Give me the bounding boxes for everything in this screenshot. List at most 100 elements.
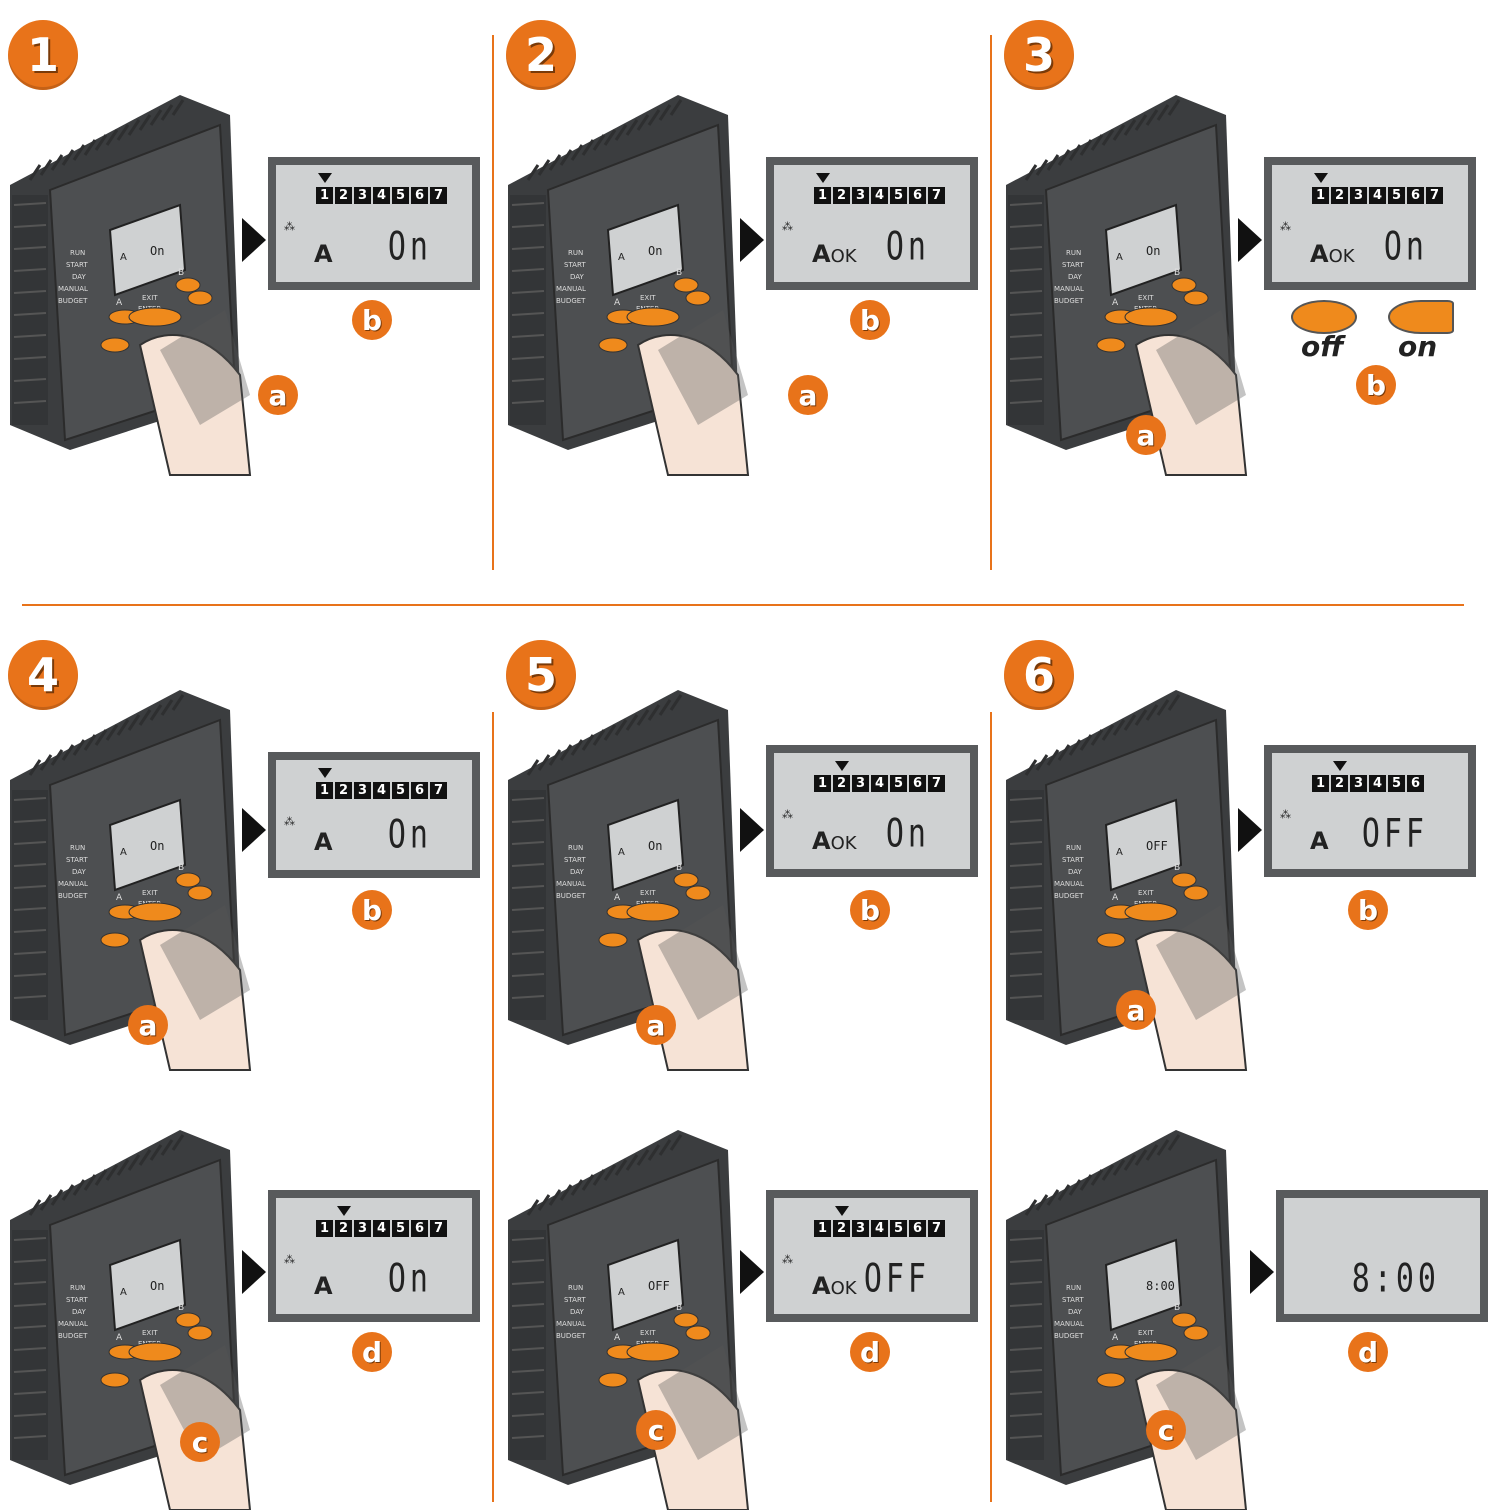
lcd-step-label: d <box>352 1332 392 1372</box>
lcd-day: 7 <box>928 187 945 204</box>
pointer-arrow <box>1238 808 1262 852</box>
svg-text:A: A <box>614 893 621 903</box>
divider-col1-bottom <box>492 712 494 1502</box>
lcd-day-indicator <box>318 173 332 183</box>
svg-text:On: On <box>648 839 662 853</box>
svg-text:START: START <box>564 1296 586 1304</box>
lcd-day-row: 1234567 <box>316 1220 447 1237</box>
lcd-day: 1 <box>1312 775 1329 792</box>
lcd-day: 1 <box>1312 187 1329 204</box>
lcd-day: 5 <box>1388 775 1405 792</box>
lcd-value: OFF <box>1362 812 1428 858</box>
lcd-screen: 8:00 <box>1284 1198 1480 1314</box>
pointer-arrow <box>242 808 266 852</box>
svg-text:EXIT: EXIT <box>1138 294 1154 302</box>
svg-text:On: On <box>150 839 164 853</box>
svg-text:RUN: RUN <box>1066 844 1081 852</box>
lcd-day: 2 <box>1331 775 1348 792</box>
svg-text:A: A <box>120 847 127 858</box>
svg-text:DAY: DAY <box>570 273 585 281</box>
svg-text:A: A <box>618 252 625 263</box>
svg-text:RUN: RUN <box>568 249 583 257</box>
lcd-day: 2 <box>335 782 352 799</box>
device-step-label: a <box>258 375 298 415</box>
lcd-day-row: 1234567 <box>814 775 945 792</box>
lcd-day: 7 <box>430 187 447 204</box>
lcd-zone-label: AOK <box>812 240 857 268</box>
lcd-step-label: b <box>352 300 392 340</box>
svg-text:MANUAL: MANUAL <box>1054 285 1084 293</box>
svg-text:BUDGET: BUDGET <box>58 1332 88 1340</box>
svg-text:A: A <box>1116 847 1123 858</box>
lcd-step-label: b <box>850 890 890 930</box>
svg-text:EXIT: EXIT <box>640 889 656 897</box>
svg-text:MANUAL: MANUAL <box>1054 1320 1084 1328</box>
svg-text:RUN: RUN <box>1066 249 1081 257</box>
lcd-display: 1234567⁂AOKOn <box>766 745 978 877</box>
svg-text:DAY: DAY <box>1068 868 1083 876</box>
svg-text:BUDGET: BUDGET <box>58 297 88 305</box>
svg-text:A: A <box>1112 298 1119 308</box>
svg-text:BUDGET: BUDGET <box>1054 297 1084 305</box>
device-step-label: c <box>636 1410 676 1450</box>
lcd-day: 4 <box>373 187 390 204</box>
lcd-display: 8:00 <box>1276 1190 1488 1322</box>
lcd-day: 4 <box>871 775 888 792</box>
lcd-screen: 1234567⁂AOn <box>276 1198 472 1314</box>
svg-text:B: B <box>676 268 682 278</box>
svg-text:MANUAL: MANUAL <box>58 880 88 888</box>
svg-text:BUDGET: BUDGET <box>556 892 586 900</box>
lcd-ok-label: OK <box>831 1278 857 1299</box>
lcd-day-indicator <box>1333 761 1347 771</box>
lcd-zone-label: A <box>314 240 333 268</box>
divider-col2-top <box>990 35 992 570</box>
svg-text:BUDGET: BUDGET <box>1054 892 1084 900</box>
pointer-arrow <box>242 218 266 262</box>
pointer-arrow <box>740 808 764 852</box>
lcd-day: 2 <box>833 775 850 792</box>
svg-text:8:00: 8:00 <box>1146 1279 1175 1293</box>
lcd-zone-label: AOK <box>812 1272 857 1300</box>
svg-text:RUN: RUN <box>70 844 85 852</box>
svg-text:MANUAL: MANUAL <box>58 1320 88 1328</box>
legend-on-label: on <box>1398 330 1437 363</box>
lcd-day: 5 <box>392 782 409 799</box>
lcd-day-row: 1234567 <box>814 1220 945 1237</box>
svg-text:START: START <box>564 261 586 269</box>
lcd-day: 6 <box>1407 187 1424 204</box>
svg-text:EXIT: EXIT <box>142 1329 158 1337</box>
svg-text:On: On <box>150 1279 164 1293</box>
svg-text:EXIT: EXIT <box>1138 1329 1154 1337</box>
svg-text:A: A <box>120 252 127 263</box>
lcd-step-label: d <box>1348 1332 1388 1372</box>
lcd-zone-label: AOK <box>1310 240 1355 268</box>
divider-col1-top <box>492 35 494 570</box>
device-step-label: a <box>788 375 828 415</box>
svg-text:B: B <box>1174 863 1180 873</box>
lcd-station-icon: ⁂ <box>284 1253 295 1266</box>
lcd-day: 6 <box>909 1220 926 1237</box>
controller-device: A On RUN START DAY MANUAL BUDGET A B EXI… <box>10 95 250 475</box>
svg-text:OFF: OFF <box>648 1279 670 1293</box>
device-step-label: a <box>1116 990 1156 1030</box>
lcd-ok-label: OK <box>831 833 857 854</box>
pointer-arrow <box>740 1250 764 1294</box>
lcd-zone-label: AOK <box>812 827 857 855</box>
svg-text:START: START <box>564 856 586 864</box>
lcd-day-indicator <box>337 1206 351 1216</box>
device-step-label: a <box>128 1005 168 1045</box>
lcd-day: 3 <box>852 187 869 204</box>
svg-text:B: B <box>676 863 682 873</box>
lcd-zone-label: A <box>1310 827 1329 855</box>
controller-device: A On RUN START DAY MANUAL BUDGET A B EXI… <box>508 95 748 475</box>
lcd-value: 8:00 <box>1352 1257 1440 1303</box>
legend-off-label: off <box>1301 330 1344 363</box>
svg-text:DAY: DAY <box>1068 273 1083 281</box>
lcd-day: 6 <box>909 187 926 204</box>
svg-text:A: A <box>116 893 123 903</box>
svg-text:B: B <box>178 863 184 873</box>
svg-text:DAY: DAY <box>570 868 585 876</box>
